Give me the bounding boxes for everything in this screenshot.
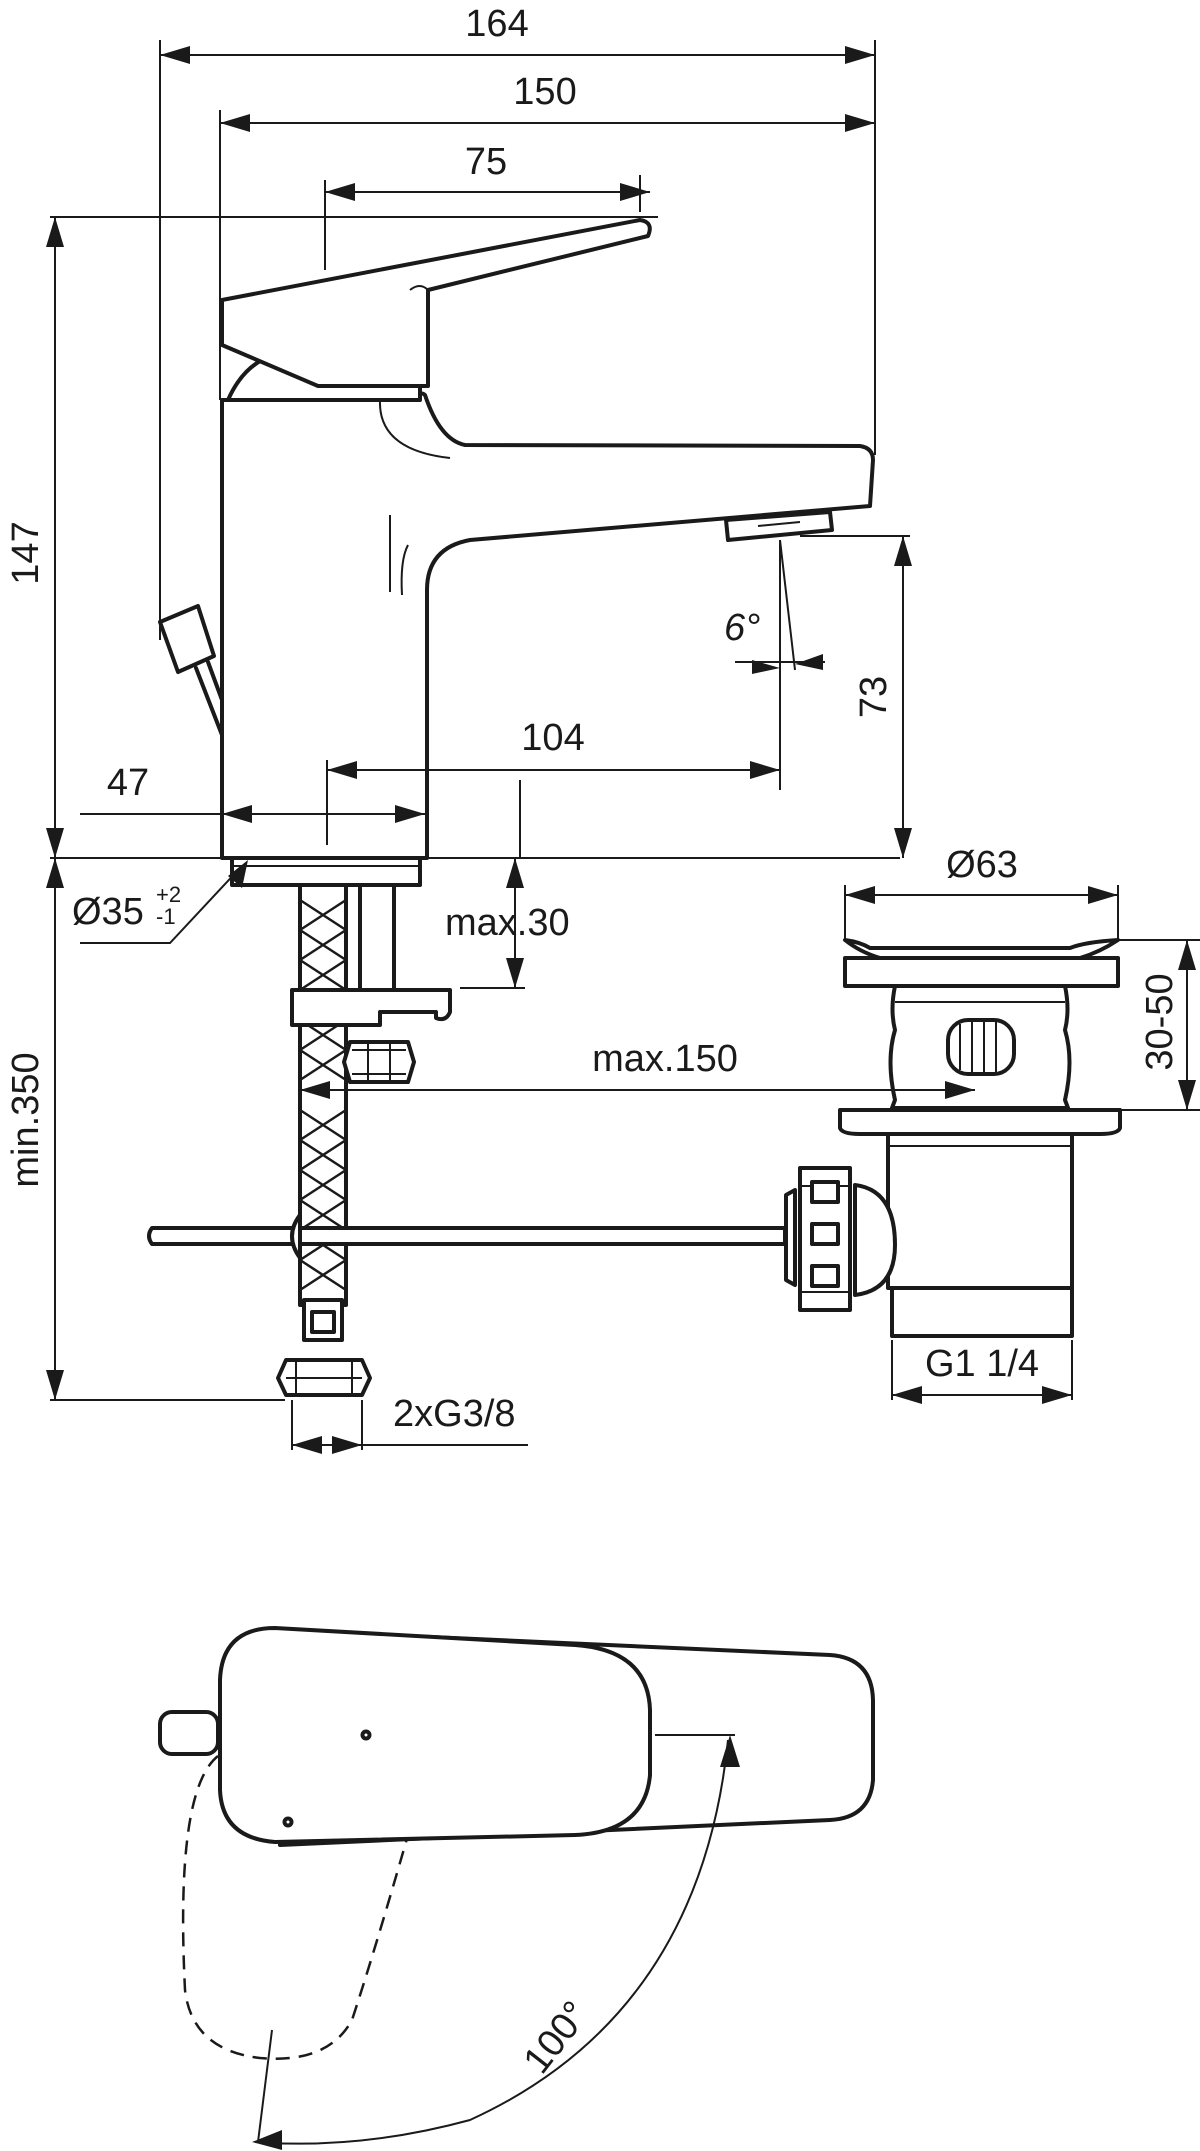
dim-deck-thickness: max.30 (445, 902, 570, 944)
hose-braid (299, 898, 347, 1292)
dim-swivel-angle: 100° (516, 1994, 597, 2082)
dim-rod-offset: 47 (107, 762, 149, 804)
rod-clip (290, 1213, 302, 1260)
waste-body-lower (886, 1132, 1074, 1290)
waste-lower-flange (838, 1108, 1122, 1136)
body-cap-curve (378, 399, 451, 459)
base-flange (230, 856, 422, 887)
fixing-plate (290, 988, 452, 1027)
dim-hole-diameter: Ø35 (72, 891, 144, 933)
dimension-lines (46, 40, 1200, 2150)
lever-top-outline (218, 1626, 652, 1844)
lever-swivel-dashed (181, 1755, 410, 2060)
fixing-nut (342, 1040, 416, 1084)
waste-tail (890, 1286, 1074, 1338)
dim-spout-angle: 6° (724, 607, 760, 649)
waste-flange (843, 956, 1120, 988)
dim-waste-thread: G1 1/4 (925, 1343, 1039, 1385)
lever-handle (220, 218, 652, 388)
dim-hole-tol-plus: +2 (156, 882, 181, 907)
popup-waste (147, 938, 1122, 1338)
dim-body-to-spout: 150 (513, 71, 576, 113)
mixer-body (220, 391, 875, 860)
popup-rod-knob (158, 604, 216, 674)
mixer-side-view (158, 218, 875, 1397)
dim-height: 147 (5, 521, 47, 584)
pivot-connector (853, 1183, 897, 1297)
dimension-labels: 164 150 75 147 6° 73 104 47 Ø35 +2 -1 ma… (5, 3, 1181, 2082)
pivot-rod (147, 1226, 787, 1246)
aerator (724, 510, 834, 542)
dim-connections: 2xG3/8 (393, 1393, 516, 1435)
dim-hose-length: min.350 (5, 1052, 47, 1187)
dim-spout-reach: 104 (521, 717, 584, 759)
waste-slot (946, 1018, 1016, 1076)
spout-inner-curve (400, 544, 409, 596)
dim-rod-length: max.150 (592, 1038, 738, 1080)
dim-waste-diameter: Ø63 (946, 844, 1018, 886)
popup-rod (194, 660, 224, 737)
mixer-top-view (158, 1626, 875, 2060)
threaded-stud (358, 883, 396, 997)
dim-waste-range: 30-50 (1139, 973, 1181, 1070)
dim-overall-width: 164 (465, 3, 528, 45)
waste-plug (843, 938, 1120, 960)
popup-knob-top (158, 1710, 220, 1756)
dim-spout-height: 73 (853, 676, 895, 718)
dim-hole-tol-minus: -1 (156, 904, 176, 929)
dim-lever-length: 75 (465, 141, 507, 183)
